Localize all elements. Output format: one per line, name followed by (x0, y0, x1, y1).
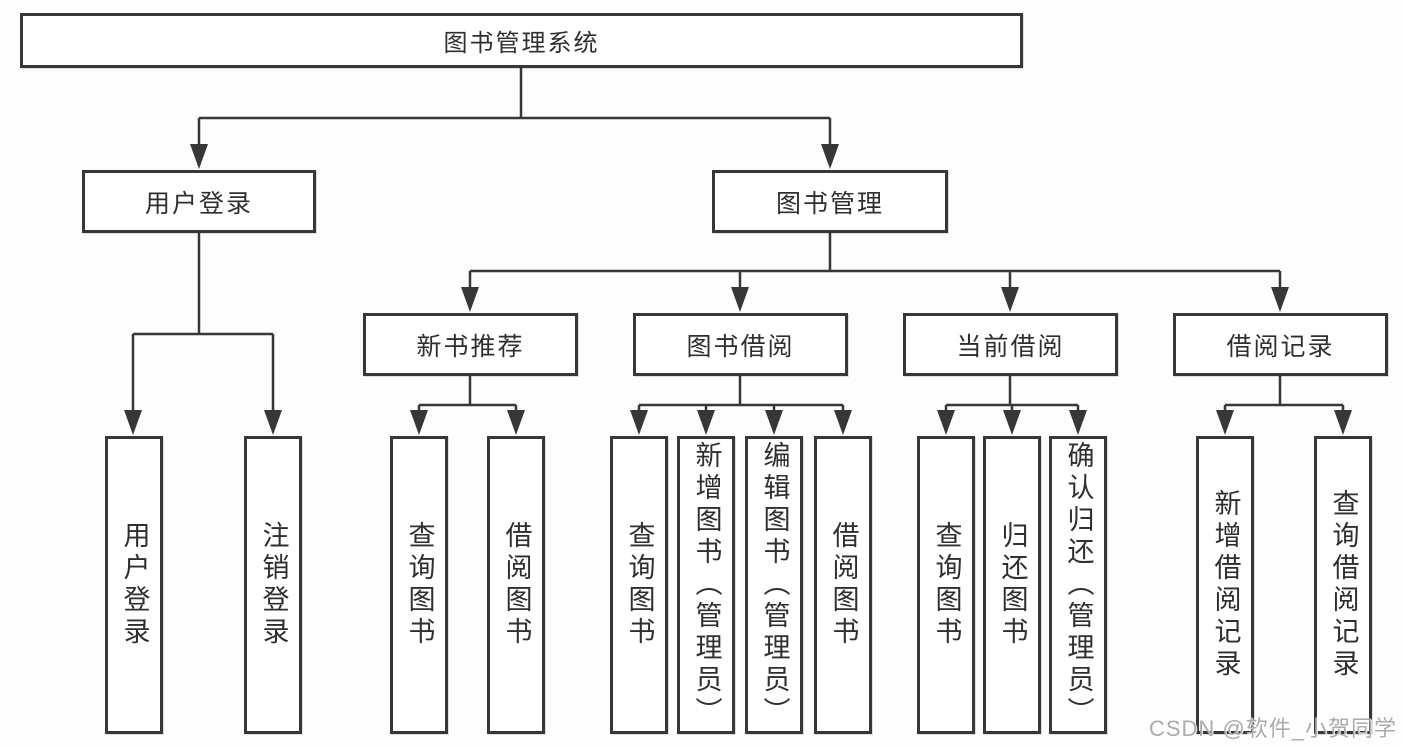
node-borrow-records-label: 借阅记录 (1226, 332, 1335, 361)
connector-borrow-records-to-children (1223, 376, 1345, 414)
node-current-borrow-label: 当前借阅 (956, 332, 1065, 361)
leaf-bb-edit-books-label: 编辑图书（管理员） (759, 441, 790, 729)
connector-root-to-level2 (197, 67, 832, 148)
leaf-logout: 注销登录 (244, 436, 302, 734)
arrow-leaf-4 (507, 410, 525, 435)
leaf-rec-add-record: 新增借阅记录 (1196, 436, 1254, 734)
arrow-leaf-8 (834, 410, 852, 435)
arrow-leaf-7 (765, 410, 783, 435)
arrow-leaf-5 (630, 410, 648, 435)
arrow-leaf-11 (1069, 410, 1087, 435)
node-current-borrow: 当前借阅 (903, 313, 1118, 376)
node-book-borrow: 图书借阅 (633, 313, 848, 376)
leaf-nb-query-books-label: 查询图书 (404, 521, 435, 649)
leaf-bb-add-books: 新增图书（管理员） (677, 436, 735, 734)
leaf-cb-confirm-return: 确认归还（管理员） (1049, 436, 1107, 734)
arrow-leaf-3 (410, 410, 428, 435)
leaf-cb-return-books-label: 归还图书 (997, 521, 1028, 649)
node-book-management: 图书管理 (712, 170, 948, 233)
node-new-books-label: 新书推荐 (416, 332, 525, 361)
leaf-rec-query-record: 查询借阅记录 (1314, 436, 1372, 734)
arrow-leaf-9 (937, 410, 955, 435)
arrow-leaf-12 (1216, 410, 1234, 435)
leaf-cb-query-books-label: 查询图书 (931, 521, 962, 649)
arrow-leaf-13 (1334, 410, 1352, 435)
node-new-books: 新书推荐 (363, 313, 578, 376)
leaf-cb-confirm-return-label: 确认归还（管理员） (1063, 441, 1094, 729)
leaf-rec-add-record-label: 新增借阅记录 (1210, 489, 1241, 681)
arrow-to-book-borrow (731, 287, 749, 312)
leaf-bb-edit-books: 编辑图书（管理员） (745, 436, 803, 734)
leaf-bb-query-books: 查询图书 (610, 436, 668, 734)
leaf-nb-query-books: 查询图书 (390, 436, 448, 734)
leaf-logout-label: 注销登录 (258, 521, 289, 649)
connector-current-borrow-to-children (944, 376, 1080, 414)
arrow-to-user-login (190, 144, 208, 169)
arrow-leaf-10 (1003, 410, 1021, 435)
node-borrow-records: 借阅记录 (1173, 313, 1388, 376)
arrow-leaf-6 (697, 410, 715, 435)
leaf-bb-add-books-label: 新增图书（管理员） (691, 441, 722, 729)
leaf-nb-borrow-books: 借阅图书 (487, 436, 545, 734)
arrow-to-borrow-records (1271, 287, 1289, 312)
connector-user-login-to-children (131, 233, 275, 414)
leaf-rec-query-record-label: 查询借阅记录 (1328, 489, 1359, 681)
leaf-user-login-label: 用户登录 (119, 521, 150, 649)
leaf-nb-borrow-books-label: 借阅图书 (501, 521, 532, 649)
leaf-bb-borrow-books-label: 借阅图书 (828, 521, 859, 649)
leaf-bb-borrow-books: 借阅图书 (814, 436, 872, 734)
arrow-to-book-mgmt (821, 144, 839, 169)
arrow-leaf-1 (124, 410, 142, 435)
arrow-leaf-2 (264, 410, 282, 435)
connector-book-mgmt-to-children (468, 233, 1282, 291)
node-book-management-label: 图书管理 (775, 189, 884, 218)
node-user-login: 用户登录 (82, 170, 316, 233)
arrow-to-new-books (461, 287, 479, 312)
node-user-login-label: 用户登录 (144, 189, 253, 218)
node-book-borrow-label: 图书借阅 (686, 332, 795, 361)
leaf-user-login: 用户登录 (105, 436, 163, 734)
connector-new-books-to-children (417, 376, 518, 414)
arrow-to-current-borrow (1001, 287, 1019, 312)
node-root: 图书管理系统 (20, 13, 1023, 68)
watermark: CSDN @软件_小贺同学 (1148, 716, 1397, 741)
connector-book-borrow-to-children (637, 376, 845, 414)
leaf-cb-return-books: 归还图书 (983, 436, 1041, 734)
arrowheads (124, 144, 1352, 435)
node-root-label: 图书管理系统 (443, 30, 600, 57)
leaf-bb-query-books-label: 查询图书 (624, 521, 655, 649)
leaf-cb-query-books: 查询图书 (917, 436, 975, 734)
